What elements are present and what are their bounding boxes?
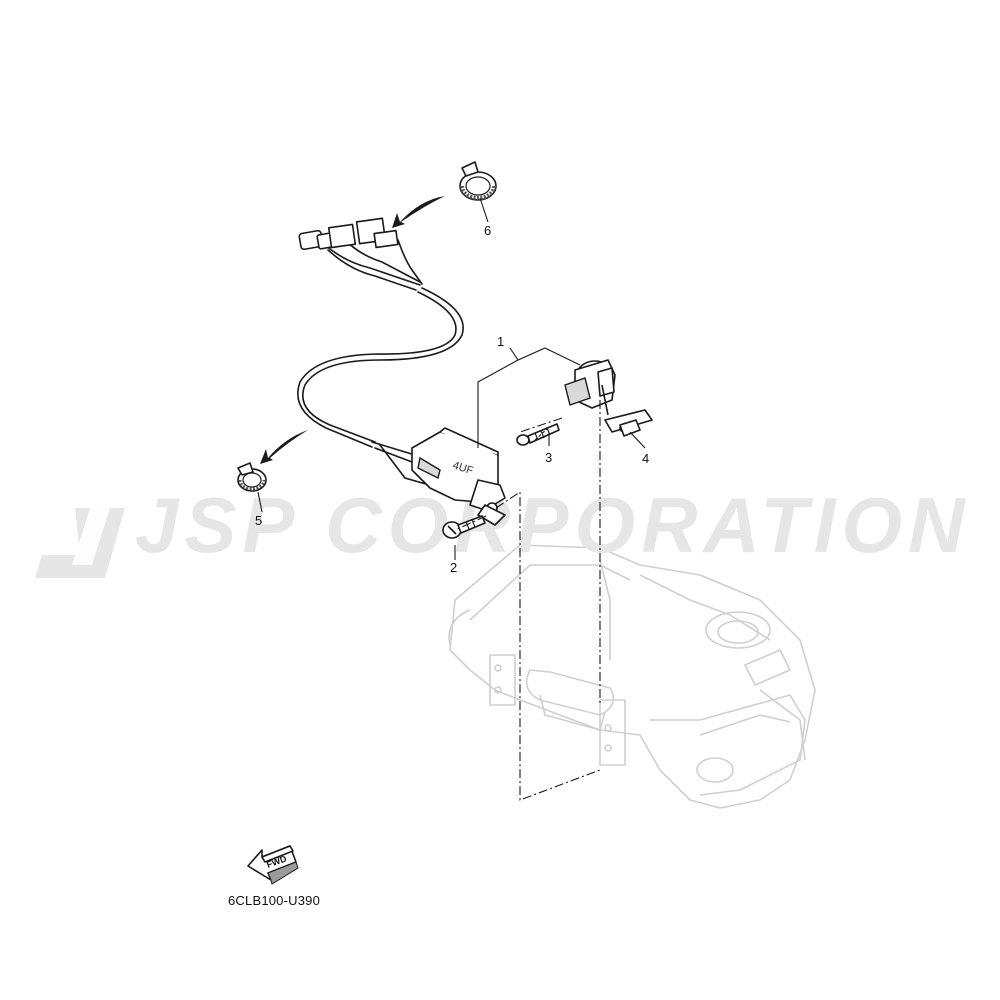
trim-sensor-body: 4UF — [411, 427, 506, 526]
clamp-item-6 — [459, 161, 497, 201]
sensor-cam-lever — [564, 359, 616, 416]
leader-lines — [257, 197, 646, 801]
callout-6: 6 — [484, 223, 491, 238]
callout-4: 4 — [642, 451, 649, 466]
wire-harness — [297, 217, 464, 489]
callout-2: 2 — [450, 560, 457, 575]
watermark-text: JSP CORPORATION — [135, 481, 970, 569]
square-connector-a — [327, 223, 357, 249]
callout-1: 1 — [497, 334, 504, 349]
bolt-item-3 — [516, 423, 560, 446]
arrow-to-clamp-6 — [392, 196, 445, 228]
callout-3: 3 — [545, 450, 552, 465]
ghost-bracket-assembly — [448, 544, 816, 809]
part-code-label: 6CLB100-U390 — [228, 893, 321, 908]
callout-numbers: 1 2 3 4 5 6 — [255, 223, 649, 575]
fwd-arrow-icon: FWD — [247, 845, 299, 885]
screw-item-2 — [442, 515, 486, 539]
callout-5: 5 — [255, 513, 262, 528]
arrow-to-clamp-5 — [260, 430, 308, 464]
clamp-item-5 — [237, 462, 267, 492]
jsp-corporation-watermark: JSP CORPORATION — [35, 481, 970, 578]
plate-item-4 — [604, 409, 653, 437]
